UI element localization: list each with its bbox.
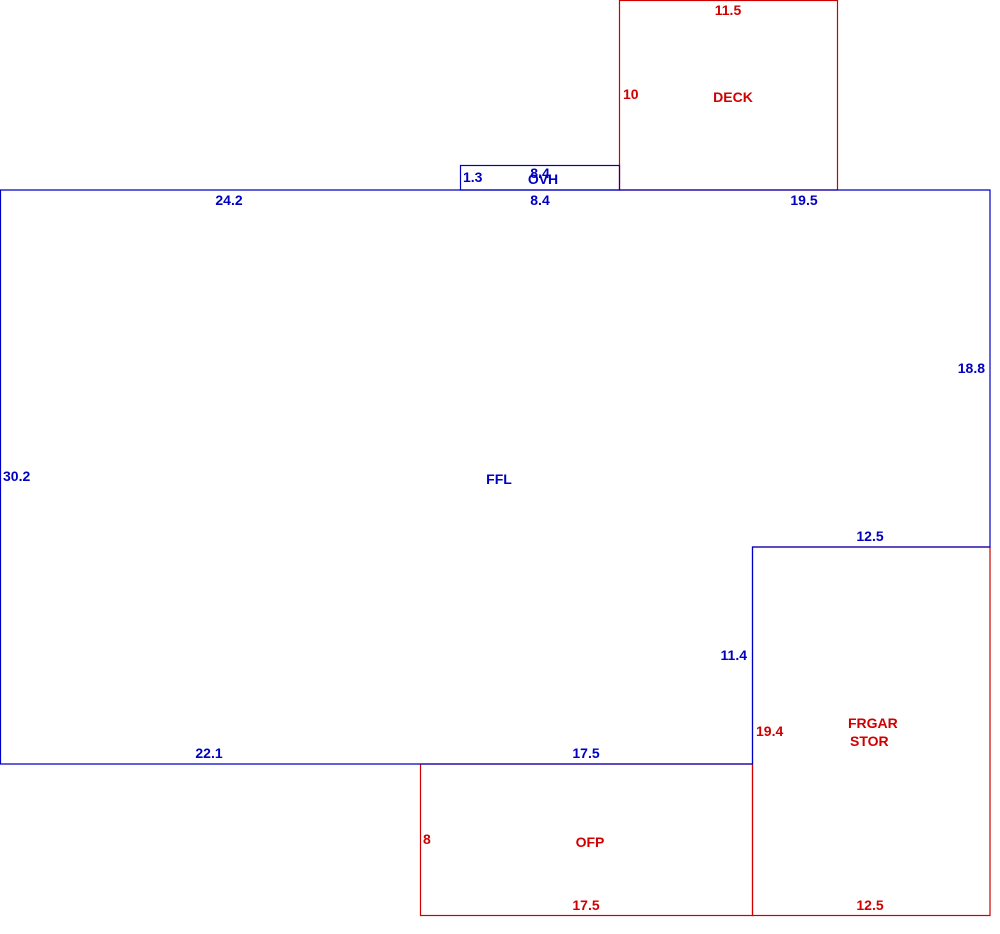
deck-area-label: DECK bbox=[713, 89, 753, 105]
ovh-area-label: OVH bbox=[528, 171, 558, 187]
main-dim-left: 30.2 bbox=[3, 468, 30, 484]
garage-dim-bottom: 12.5 bbox=[856, 897, 883, 913]
ovh-dim-side: 1.3 bbox=[463, 169, 483, 185]
main-dim-notch-side: 11.4 bbox=[721, 647, 748, 663]
garage-outline bbox=[751, 546, 991, 917]
garage-area-label-line2: STOR bbox=[850, 733, 889, 749]
main-dim-bottom-left: 22.1 bbox=[195, 745, 222, 761]
ofp-dim-side: 8 bbox=[423, 831, 431, 847]
main-dim-notch-top: 12.5 bbox=[856, 528, 883, 544]
garage-area-label-line1: FRGAR bbox=[848, 715, 898, 731]
main-dim-top-left: 24.2 bbox=[215, 192, 242, 208]
main-floor-outline bbox=[0, 189, 991, 765]
ovh-dim-top: 8.4 bbox=[530, 165, 550, 181]
garage-dim-side: 19.4 bbox=[756, 723, 783, 739]
main-area-label: FFL bbox=[486, 471, 512, 487]
deck-dim-side: 10 bbox=[623, 86, 639, 102]
ofp-area-label: OFP bbox=[576, 834, 605, 850]
main-dim-bottom-right: 17.5 bbox=[572, 745, 599, 761]
main-dim-top-right: 19.5 bbox=[790, 192, 817, 208]
deck-dim-top: 11.5 bbox=[715, 2, 742, 18]
ofp-dim-bottom: 17.5 bbox=[572, 897, 599, 913]
main-dim-right: 18.8 bbox=[958, 360, 985, 376]
main-dim-top-mid: 8.4 bbox=[530, 192, 550, 208]
